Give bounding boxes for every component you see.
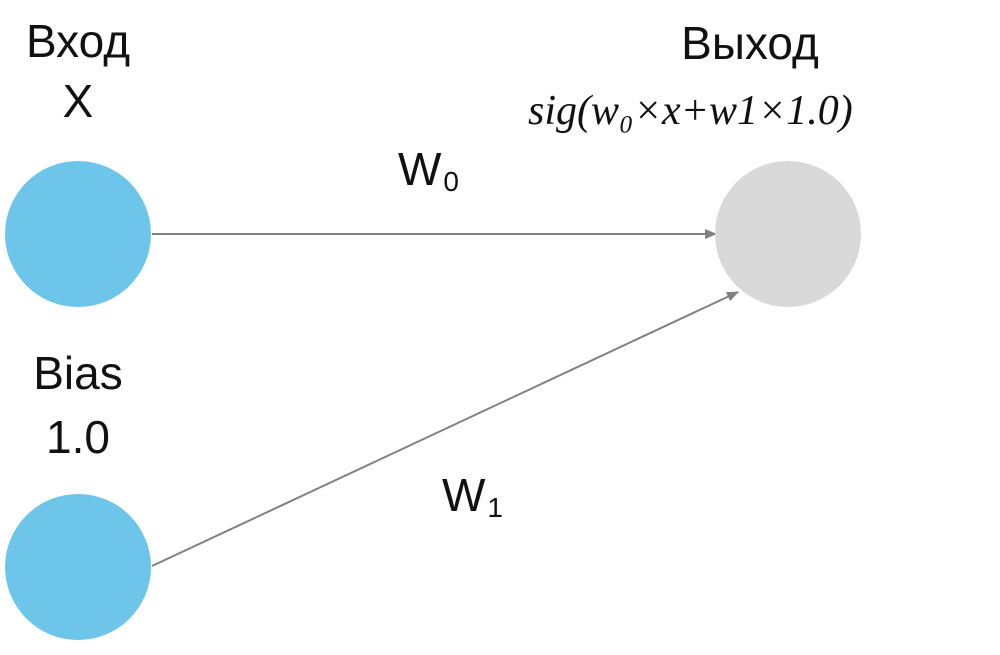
- bias-value: 1.0: [46, 411, 110, 463]
- weight-w1-label: W1: [442, 472, 503, 522]
- weight-w1-letter: W: [442, 469, 486, 521]
- input-node: [5, 161, 151, 307]
- output-formula: sig(w₀×x+w1×1.0): [528, 88, 853, 134]
- bias-title: Bias: [33, 347, 123, 399]
- output-title: Выход: [681, 17, 819, 69]
- output-node: [715, 161, 861, 307]
- bias-node: [5, 494, 151, 640]
- input-title: Вход: [25, 15, 131, 67]
- weight-w0-subscript: 0: [443, 166, 459, 197]
- weight-w0-label: W0: [398, 146, 459, 196]
- weight-w0-letter: W: [398, 143, 442, 195]
- edge-w1-arrow: [151, 291, 739, 567]
- weight-w1-subscript: 1: [487, 492, 503, 523]
- input-value: X: [62, 75, 94, 127]
